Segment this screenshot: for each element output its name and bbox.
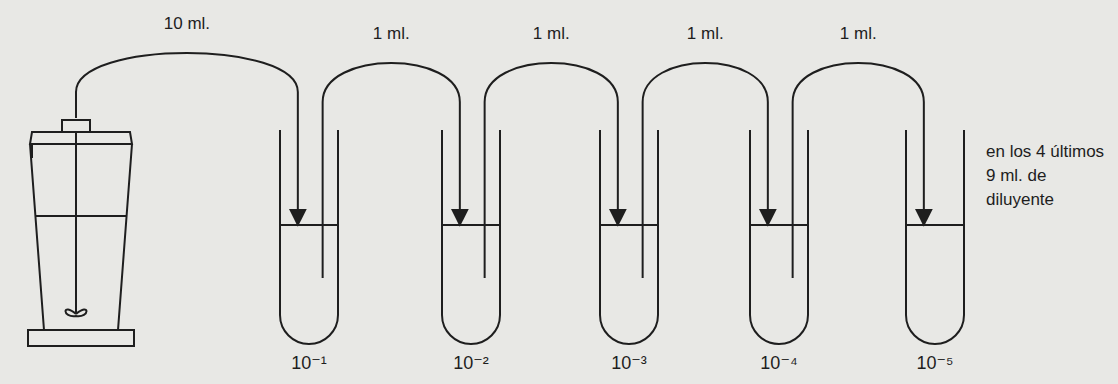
test-tube [278,130,340,350]
tube-node: 10⁻³ [598,130,660,380]
dilution-label: 10⁻⁵ [884,352,986,374]
volume-label: 1 ml. [370,24,413,44]
test-tube [904,130,966,350]
tube-node: 10⁻⁵ [904,130,966,380]
pipette-line [484,130,486,278]
tube-node: 10⁻⁴ [748,130,810,380]
transfer-arrow [323,63,460,225]
volume-label: 10 ml. [161,14,213,34]
blender-node [22,118,140,350]
transfer-arrow [793,63,924,225]
dilution-label: 10⁻⁴ [728,352,830,374]
dilution-label: 10⁻³ [578,352,680,374]
note-text: en los 4 últimos 9 ml. de diluyente [986,140,1111,212]
test-tube [748,130,810,350]
pipette-line [792,130,794,278]
dilution-label: 10⁻² [420,352,522,374]
volume-label: 1 ml. [530,24,573,44]
transfer-arrow [76,53,298,225]
volume-label: 1 ml. [837,24,880,44]
pipette-line [322,130,324,278]
transfer-arrow [485,63,618,225]
dilution-label: 10⁻¹ [258,352,360,374]
tube-node: 10⁻¹ [278,130,340,380]
pipette-line [642,130,644,278]
blender-jar [22,118,140,350]
test-tube [598,130,660,350]
test-tube [440,130,502,350]
volume-label: 1 ml. [684,24,727,44]
tube-node: 10⁻² [440,130,502,380]
